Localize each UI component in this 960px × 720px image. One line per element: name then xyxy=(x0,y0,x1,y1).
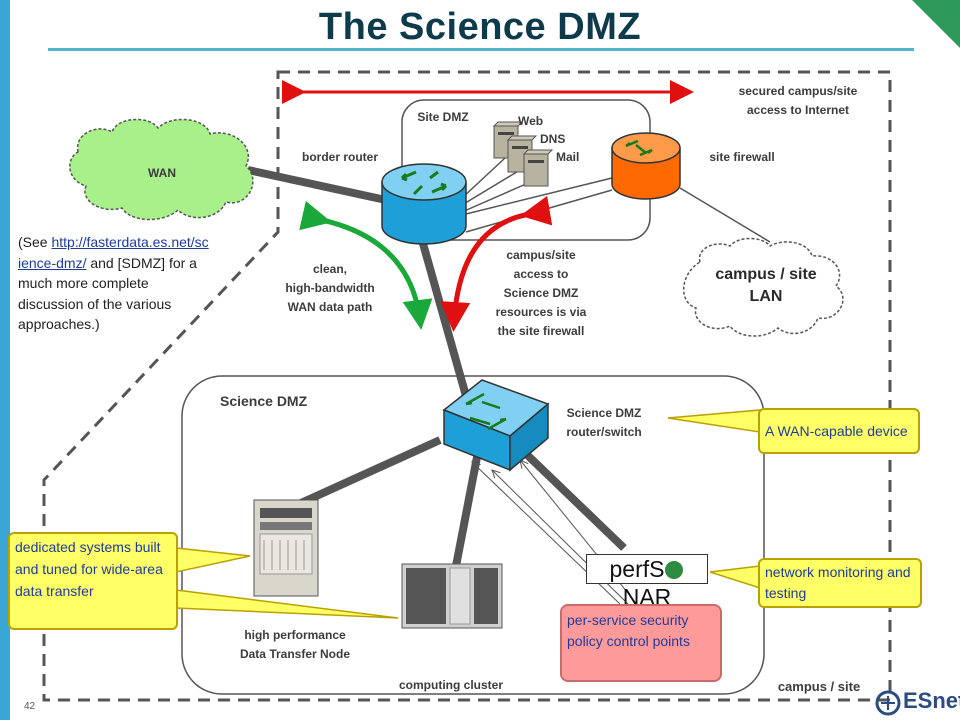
wan-cloud xyxy=(69,118,254,221)
fasterdata-link[interactable]: http://fasterdata.es.net/science-dmz/ xyxy=(18,234,209,271)
firewall-to-lan-link xyxy=(679,187,771,243)
sdmz-router-label: Science DMZ router/switch xyxy=(566,406,642,439)
computing-cluster-icon xyxy=(401,563,503,629)
reference-note: (See http://fasterdata.es.net/science-dm… xyxy=(18,234,209,332)
campus-lan-cloud xyxy=(682,237,844,337)
accent-bar xyxy=(0,0,10,720)
wan-label: WAN xyxy=(148,166,176,180)
title-underline xyxy=(48,48,914,51)
sdmz-to-cluster-link xyxy=(452,451,482,567)
science-dmz-label: Science DMZ xyxy=(220,393,308,409)
computing-cluster-label: computing cluster xyxy=(398,678,503,692)
slide-number: 42 xyxy=(24,701,36,712)
site-firewall-icon xyxy=(611,132,681,200)
secured-access-label: secured campus/site access to Internet xyxy=(738,84,858,117)
data-transfer-node-icon xyxy=(253,499,319,597)
monitoring-callout: network monitoring and testing xyxy=(758,558,922,608)
campus-access-label: campus/site access to Science DMZ resour… xyxy=(495,248,587,338)
science-dmz-switch-icon xyxy=(442,379,550,472)
campus-site-label: campus / site xyxy=(777,679,861,694)
dedicated-systems-callout: dedicated systems built and tuned for wi… xyxy=(8,532,178,630)
sdmz-to-dtn-link xyxy=(288,436,442,512)
dtn-label: high performance Data Transfer Node xyxy=(239,628,351,661)
wan-link xyxy=(247,166,396,206)
esnet-logo: ESnet xyxy=(903,688,960,713)
perfsonar-logo-dot xyxy=(665,561,684,579)
border-to-sdmz-link xyxy=(418,238,470,398)
mail-label: Mail xyxy=(556,150,580,164)
wan-device-callout: A WAN-capable device xyxy=(758,408,920,454)
site-dmz-label: Site DMZ xyxy=(417,110,469,124)
border-router-icon xyxy=(381,163,467,245)
wan-data-path-arrow xyxy=(299,200,433,330)
dns-label: DNS xyxy=(540,132,566,146)
perfsonar-logo: perfSNAR xyxy=(586,554,708,610)
border-router-label: border router xyxy=(301,150,378,164)
corner-decoration xyxy=(912,0,960,48)
campus-lan-label: campus / site LAN xyxy=(715,266,817,305)
site-firewall-label: site firewall xyxy=(709,150,775,164)
sdmz-to-perfsonar-link xyxy=(517,445,627,551)
campus-access-arrow xyxy=(440,195,553,332)
esnet-logo-icon xyxy=(875,690,901,716)
security-policy-callout: per-service security policy control poin… xyxy=(560,604,722,682)
campus-site-boundary xyxy=(42,70,892,702)
clean-path-label: clean, high-bandwidth WAN data path xyxy=(285,262,375,314)
page-title: The Science DMZ xyxy=(318,6,642,48)
web-label: Web xyxy=(518,114,544,128)
mail-server-icon xyxy=(522,149,554,187)
